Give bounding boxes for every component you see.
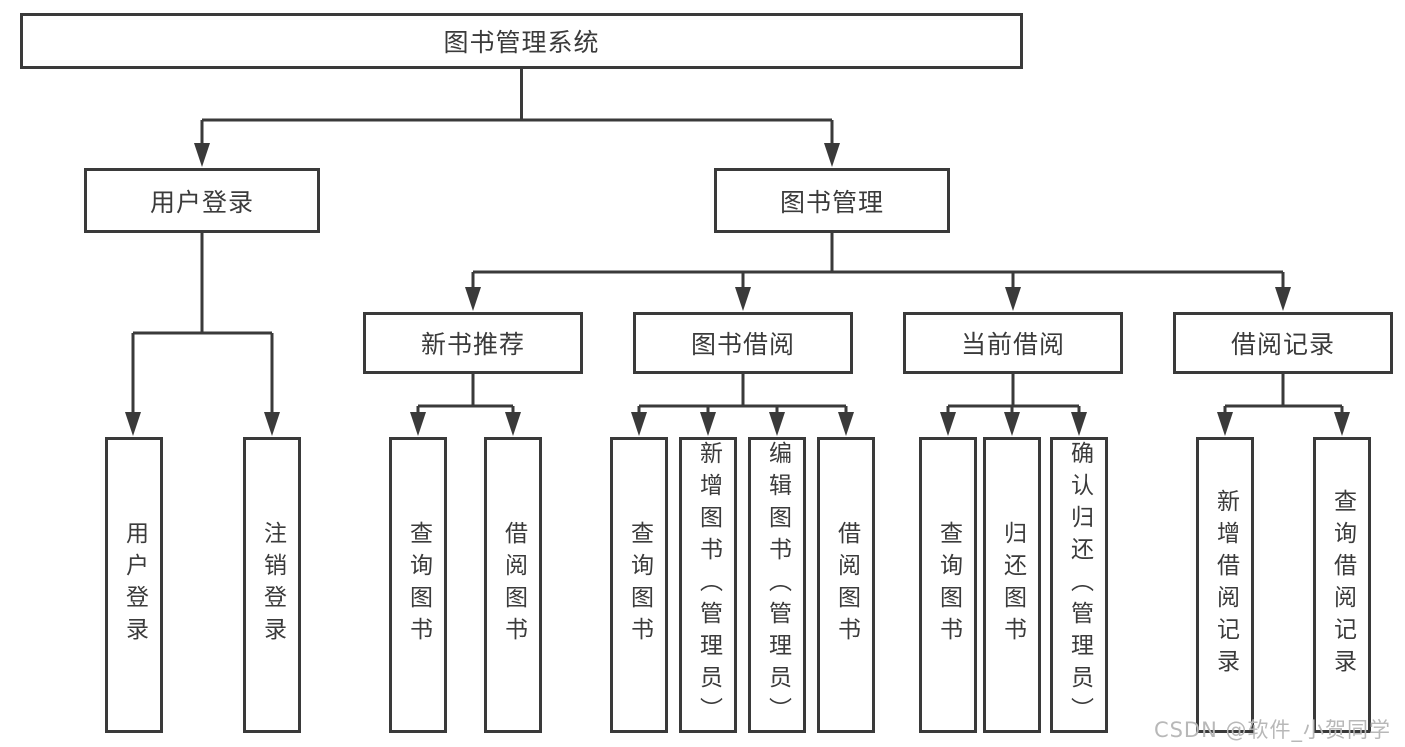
node-borrowing-records: 借阅记录 bbox=[1173, 312, 1393, 374]
leaf-label: 确认归还（管理员） bbox=[1066, 441, 1093, 729]
node-book-management-branch: 图书管理 bbox=[714, 168, 950, 233]
leaf-label: 归还图书 bbox=[999, 521, 1026, 649]
node-book-borrowing: 图书借阅 bbox=[633, 312, 853, 374]
leaf-label: 查询图书 bbox=[405, 521, 432, 649]
leaf-label: 新增图书（管理员） bbox=[695, 441, 722, 729]
leaf-label: 查询图书 bbox=[626, 521, 653, 649]
leaf-borrow-edit-books-admin: 编辑图书（管理员） bbox=[748, 437, 806, 733]
leaf-label: 编辑图书（管理员） bbox=[764, 441, 791, 729]
leaf-recommend-borrow-books: 借阅图书 bbox=[484, 437, 542, 733]
leaf-borrow-borrow-books: 借阅图书 bbox=[817, 437, 875, 733]
node-current-borrowing: 当前借阅 bbox=[903, 312, 1123, 374]
leaf-label: 新增借阅记录 bbox=[1212, 489, 1239, 681]
node-user-login-branch: 用户登录 bbox=[84, 168, 320, 233]
leaf-label: 查询借阅记录 bbox=[1329, 489, 1356, 681]
leaf-label: 借阅图书 bbox=[833, 521, 860, 649]
leaf-records-query-record: 查询借阅记录 bbox=[1313, 437, 1371, 733]
leaf-borrow-query-books: 查询图书 bbox=[610, 437, 668, 733]
leaf-current-query-books: 查询图书 bbox=[919, 437, 977, 733]
leaf-records-add-record: 新增借阅记录 bbox=[1196, 437, 1254, 733]
leaf-label: 查询图书 bbox=[935, 521, 962, 649]
leaf-label: 注销登录 bbox=[259, 521, 286, 649]
leaf-recommend-query-books: 查询图书 bbox=[389, 437, 447, 733]
node-new-book-recommendation: 新书推荐 bbox=[363, 312, 583, 374]
leaf-label: 借阅图书 bbox=[500, 521, 527, 649]
leaf-user-login: 用户登录 bbox=[105, 437, 163, 733]
leaf-current-confirm-return-admin: 确认归还（管理员） bbox=[1050, 437, 1108, 733]
leaf-logout: 注销登录 bbox=[243, 437, 301, 733]
csdn-watermark: CSDN @软件_小贺同学 bbox=[1153, 718, 1391, 742]
node-root-system: 图书管理系统 bbox=[20, 13, 1023, 69]
leaf-current-return-books: 归还图书 bbox=[983, 437, 1041, 733]
leaf-borrow-add-books-admin: 新增图书（管理员） bbox=[679, 437, 737, 733]
leaf-label: 用户登录 bbox=[121, 521, 148, 649]
